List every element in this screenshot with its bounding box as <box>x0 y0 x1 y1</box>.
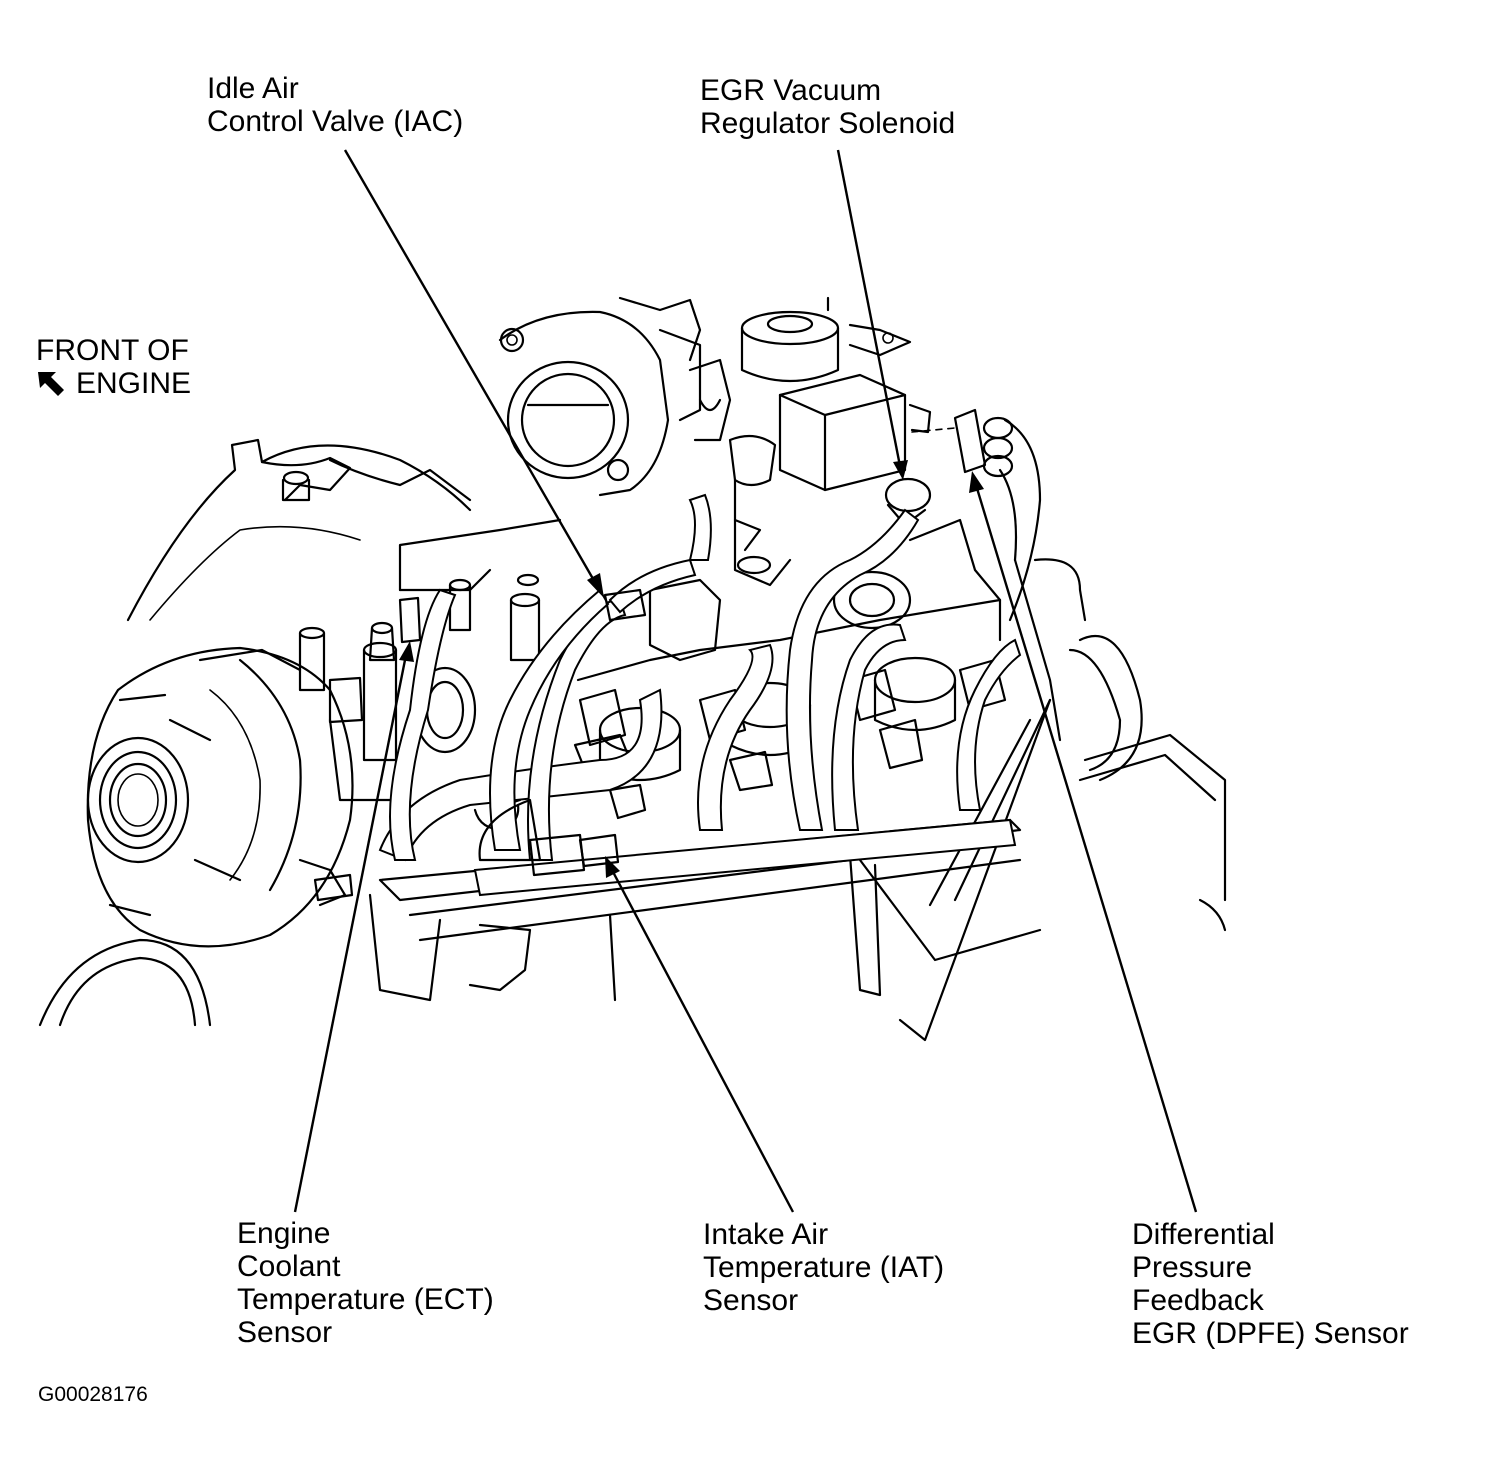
ect-label: Engine Coolant Temperature (ECT) Sensor <box>237 1217 494 1349</box>
dpfe-label-line3: Feedback <box>1132 1284 1264 1317</box>
iac-valve <box>648 434 792 662</box>
iat-label-line3: Sensor <box>703 1284 799 1317</box>
egr-vacuum-solenoid <box>778 373 932 527</box>
iat-label: Intake Air Temperature (IAT) Sensor <box>703 1218 944 1317</box>
ect-arrowhead <box>399 641 414 662</box>
engine-block-right <box>832 518 1227 932</box>
iat-leader <box>610 869 795 1213</box>
egr-vacuum-label-line1: EGR Vacuum <box>700 74 882 107</box>
egr-arrowhead <box>893 460 908 480</box>
iat-arrowhead <box>605 856 620 878</box>
dpfe-label-line1: Differential <box>1132 1218 1275 1251</box>
iat-label-line2: Temperature (IAT) <box>703 1251 945 1284</box>
ect-label-line3: Temperature (ECT) <box>237 1283 494 1316</box>
front-of-engine-label: FRONT OF ENGINE <box>36 334 191 400</box>
egr-vacuum-label-line2: Regulator Solenoid <box>700 107 956 140</box>
dpfe-label-line2: Pressure <box>1132 1251 1253 1284</box>
dpfe-arrowhead <box>969 471 984 493</box>
dpfe-leader <box>974 484 1198 1213</box>
throttle-body <box>498 296 732 497</box>
coil-plugs <box>473 598 1007 832</box>
intake-manifold <box>126 438 562 622</box>
figure-id: G00028176 <box>38 1383 148 1406</box>
iac-label-line1: Idle Air <box>207 72 299 105</box>
ect-leader <box>293 654 408 1213</box>
crank-pulley <box>38 938 212 1027</box>
dpfe-hose <box>911 427 1062 742</box>
ect-label-line4: Sensor <box>237 1316 333 1349</box>
iac-arrowhead <box>587 573 604 598</box>
front-label-line2: ENGINE <box>76 367 192 400</box>
ect-label-line2: Coolant <box>237 1250 341 1283</box>
arrow-up-left-icon <box>38 372 64 396</box>
iac-leader <box>343 149 598 585</box>
ect-label-line1: Engine <box>237 1217 331 1250</box>
egr-leader <box>836 149 902 467</box>
dpfe-label-line4: EGR (DPFE) Sensor <box>1132 1317 1409 1350</box>
iat-label-line1: Intake Air <box>703 1218 829 1251</box>
iac-label: Idle Air Control Valve (IAC) <box>207 72 463 138</box>
egr-vacuum-label: EGR Vacuum Regulator Solenoid <box>700 74 955 140</box>
dpfe-sensor <box>953 408 1042 622</box>
iac-label-line2: Control Valve (IAC) <box>207 105 464 138</box>
wiring-harness <box>378 493 1022 897</box>
dpfe-label: Differential Pressure Feedback EGR (DPFE… <box>1132 1218 1409 1350</box>
front-label-line1: FRONT OF <box>36 334 189 367</box>
egr-valve <box>740 296 912 383</box>
alternator <box>86 646 354 948</box>
